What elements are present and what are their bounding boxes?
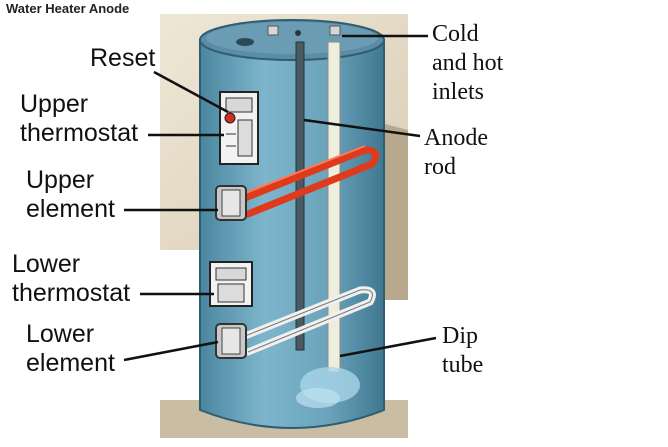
- page-title: Water Heater Anode: [6, 1, 130, 16]
- label-upper-element: Upper element: [26, 166, 115, 223]
- leader-lines: [123, 34, 437, 362]
- label-dip-tube: Dip tube: [442, 323, 484, 378]
- tank: [199, 19, 385, 429]
- upper-thermostat: [219, 91, 259, 165]
- upper-heating-element: [215, 145, 380, 221]
- label-reset: Reset: [90, 44, 156, 72]
- inlet-fittings: [236, 25, 341, 46]
- label-lower-element: Lower element: [26, 320, 115, 377]
- lower-thermostat: [209, 261, 253, 307]
- label-anode-rod: Anode rod: [424, 125, 488, 180]
- label-lower-thermostat: Lower thermostat: [12, 250, 131, 307]
- lower-heating-element: [215, 286, 376, 359]
- label-cold-hot-inlets: Cold and hot inlets: [432, 21, 504, 105]
- label-upper-thermostat: Upper thermostat: [20, 90, 139, 147]
